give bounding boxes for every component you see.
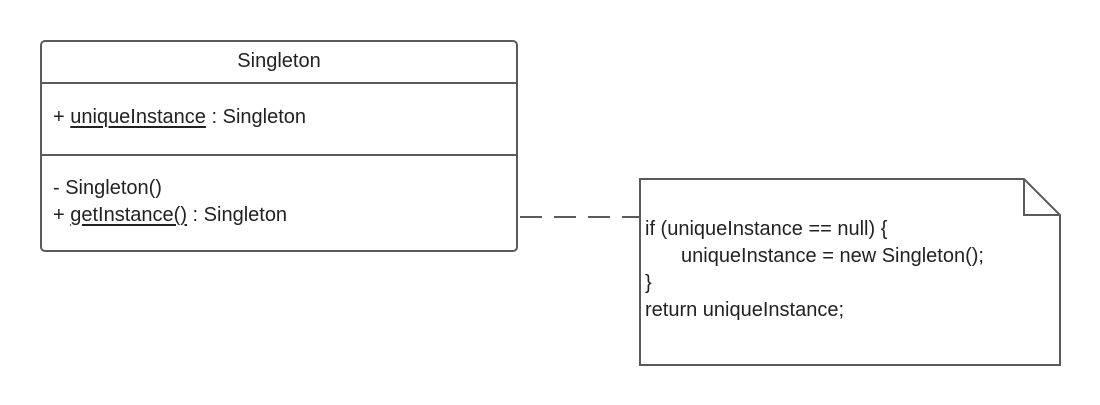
note-folded-corner (1023, 179, 1060, 216)
note-line: } (645, 272, 652, 294)
attribute-visibility: + (53, 106, 65, 128)
method-type: : Singleton (192, 204, 288, 226)
note-line: return uniqueInstance; (645, 299, 845, 321)
attribute-unique-instance: + uniqueInstance : Singleton (53, 106, 306, 129)
note-content: if (uniqueInstance == null) { uniqueInst… (645, 216, 984, 324)
method-get-instance: + getInstance() : Singleton (53, 204, 287, 227)
method-name: getInstance() (70, 204, 187, 226)
method-visibility: + (53, 204, 65, 226)
method-constructor: - Singleton() (53, 177, 162, 200)
class-name: Singleton (42, 42, 516, 84)
attributes-section: + uniqueInstance : Singleton (42, 84, 516, 156)
note-line: if (uniqueInstance == null) { (645, 218, 888, 240)
note-line: uniqueInstance = new Singleton(); (681, 245, 984, 267)
method-constructor-signature: - Singleton() (53, 177, 162, 199)
attribute-name: uniqueInstance (70, 106, 206, 128)
note-shape (639, 178, 1061, 366)
singleton-class-box: Singleton + uniqueInstance : Singleton -… (40, 40, 518, 252)
attribute-type: : Singleton (211, 106, 306, 128)
